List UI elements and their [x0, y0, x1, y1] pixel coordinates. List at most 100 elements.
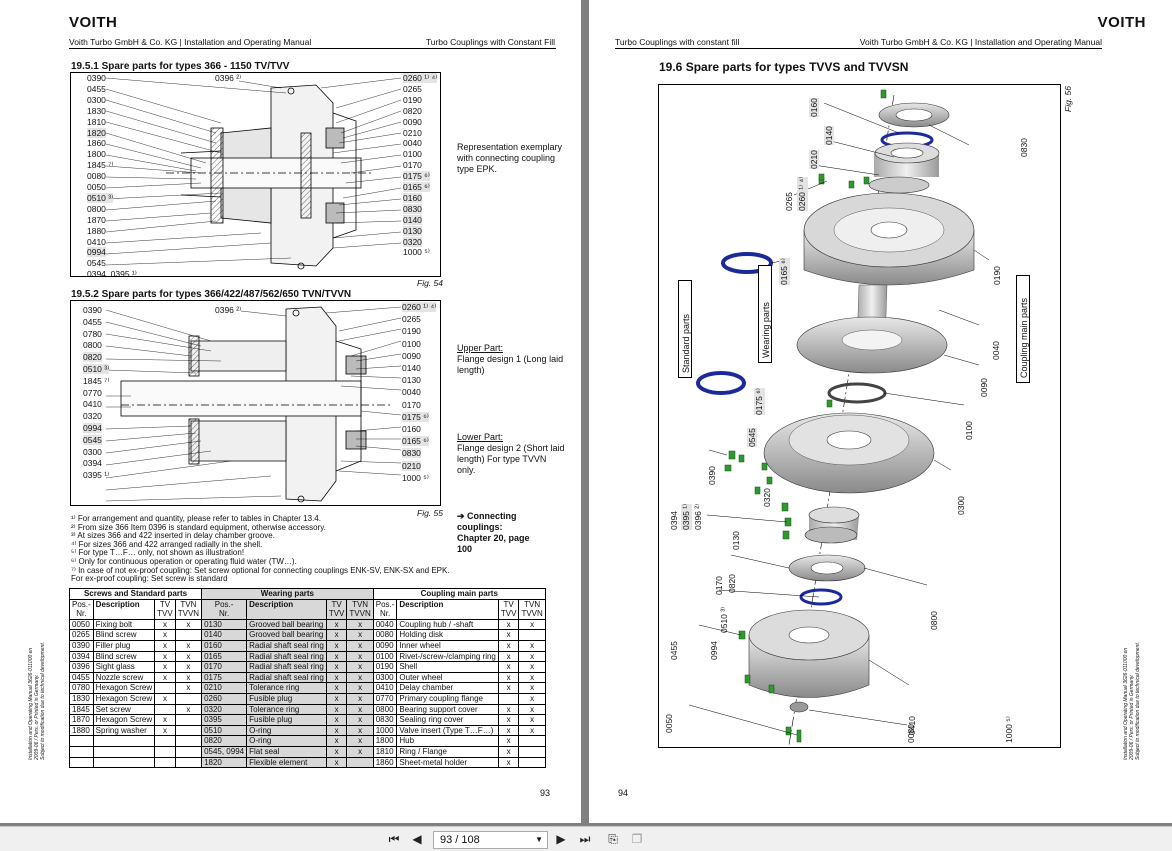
table-cell: 0395 — [201, 714, 248, 726]
callout-label: 1870 — [87, 214, 106, 225]
table-cell: 0770 — [372, 692, 398, 705]
callout-label: 1880 — [87, 225, 106, 236]
callout-label: 0160 — [402, 424, 421, 434]
header-rule-right — [615, 48, 1102, 49]
table-cell: 1800 — [372, 735, 398, 747]
page-selector[interactable]: 93 / 108▼ — [433, 831, 548, 849]
table-cell: x — [325, 703, 348, 716]
table-cell: 0780 — [69, 682, 94, 694]
table-cell — [92, 745, 156, 758]
callout-label: 0545 — [747, 428, 757, 447]
callout-label: 0800 — [83, 340, 102, 351]
section-19-5-2-title: 19.5.2 Spare parts for types 366/422/487… — [71, 289, 352, 300]
table-cell: x — [346, 618, 374, 631]
table-cell: 0260 — [201, 692, 248, 705]
callout-label: 0510 ³⁾ — [719, 606, 729, 633]
callout-label: 0210 — [402, 460, 421, 471]
table-cell — [174, 735, 203, 747]
callout-label: 0510 ³⁾ — [87, 192, 114, 203]
table-cell: Coupling hub / -shaft — [396, 618, 499, 631]
fig56-caption: Fig. 56 — [1063, 86, 1073, 112]
table-cell: x — [497, 671, 520, 684]
next-page-button[interactable]: ▶ — [556, 832, 566, 846]
callout-label: 0390 — [87, 73, 106, 83]
table-cell — [154, 735, 176, 747]
page-94: VOITH Turbo Couplings with constant fill… — [589, 0, 1172, 823]
table-cell — [518, 756, 546, 769]
callout-label: 0800 — [87, 203, 106, 214]
table-cell: x — [325, 735, 348, 747]
callout-label: 0140 — [403, 214, 422, 225]
callout-label: 0394 — [83, 458, 102, 469]
footnote: ⁵⁾ For type T…F… only, not shown as illu… — [71, 548, 245, 558]
last-page-button[interactable]: ⏭ — [579, 832, 591, 846]
callout-label: 0395 ¹⁾ — [681, 503, 692, 530]
page-number-93: 93 — [540, 788, 551, 798]
callout-label: 0545 — [83, 434, 102, 445]
table-cell: x — [154, 618, 176, 631]
table-cell: Radial shaft seal ring — [246, 661, 327, 673]
coupling-main-parts-box: Coupling main parts — [1016, 275, 1030, 383]
previous-page-button[interactable]: ◀ — [412, 832, 422, 846]
table-cell: Hub — [396, 735, 499, 747]
callout-label: 0820 — [83, 352, 102, 363]
callout-label: 0800 — [929, 611, 939, 630]
table-cell — [174, 724, 203, 737]
callout-label: 0390 — [83, 305, 102, 315]
table-cell — [69, 745, 94, 758]
table-cell: x — [346, 724, 374, 737]
callout-label: 0165 ⁶⁾ — [402, 436, 429, 447]
table-cell: x — [497, 745, 520, 758]
table-cell: 0090 — [372, 639, 398, 652]
connecting-couplings-note: ➔ Connecting couplings: Chapter 20, page… — [457, 511, 530, 554]
callout-label: 0170 — [403, 160, 422, 171]
callout-label: 0994 — [83, 423, 102, 433]
table-cell: Ring / Flange — [396, 745, 499, 758]
table-cell: x — [325, 745, 348, 758]
section-19-6-title: 19.6 Spare parts for types TVVS and TVVS… — [659, 60, 909, 74]
table-cell: Description — [92, 598, 156, 620]
table-cell: x — [497, 618, 520, 631]
export-page-icon[interactable]: ⎘ — [608, 832, 618, 846]
table-cell: Screws and Standard parts — [68, 588, 203, 600]
table-cell: 0130 — [201, 618, 248, 631]
table-cell: Fixing bolt — [92, 618, 156, 631]
callout-label: 0170 — [402, 399, 421, 410]
fig54-note: Representation exemplary with connecting… — [457, 142, 563, 174]
table-cell: x — [325, 724, 348, 737]
callout-label: 1000 ⁵⁾ — [402, 472, 429, 483]
table-cell: x — [154, 629, 176, 641]
first-page-button[interactable]: ⏮ — [388, 832, 400, 846]
callout-label: 0300 — [956, 496, 966, 515]
table-cell: x — [518, 639, 546, 652]
callout-label: 0770 — [83, 387, 102, 398]
table-cell: x — [154, 671, 176, 684]
callout-label: 0410 — [87, 236, 106, 247]
table-cell: x — [154, 724, 176, 737]
callout-label: 0190 — [403, 94, 422, 105]
table-cell: Grooved ball bearing — [246, 629, 327, 641]
callout-label: 0165 ⁶⁾ — [779, 258, 790, 285]
table-cell: Delay chamber — [396, 682, 499, 694]
table-cell: Rivet-/screw-/clamping ring — [396, 650, 499, 663]
table-cell: 0510 — [201, 724, 248, 737]
table-cell: Hexagon Screw — [92, 692, 156, 705]
table-cell — [154, 756, 176, 769]
table-cell: Set screw — [92, 703, 156, 716]
table-cell: O-ring — [246, 735, 327, 747]
callout-label: 0050 — [664, 714, 674, 733]
copy-page-icon[interactable]: ❐ — [631, 832, 643, 846]
side-imprint-left: Installation and Operating Manual 3626-0… — [28, 641, 46, 760]
callout-label: 0175 ⁶⁾ — [403, 171, 430, 182]
header-left-right: Turbo Couplings with constant fill — [615, 37, 740, 47]
table-cell: 0545, 0994 — [201, 745, 248, 758]
